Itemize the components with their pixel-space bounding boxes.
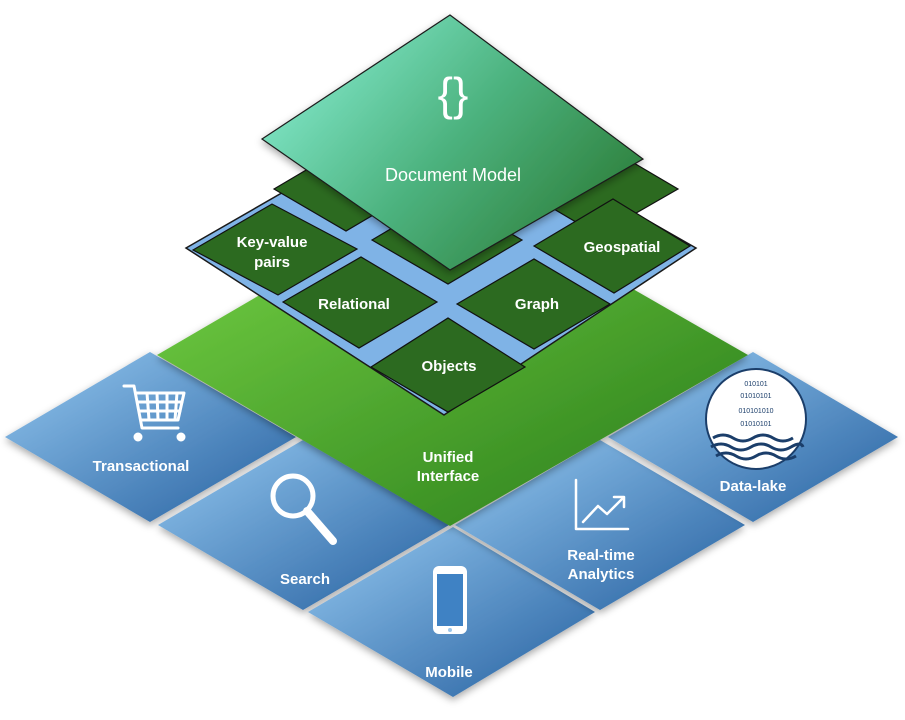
trend-chart-icon xyxy=(574,478,630,531)
analytics-tile[interactable] xyxy=(455,440,745,610)
magnifier-icon xyxy=(270,473,337,545)
curly-braces-icon: {} xyxy=(438,68,469,120)
binary-line-3: 010101010 xyxy=(738,408,773,415)
binary-line-4: 01010101 xyxy=(740,421,771,428)
search-label: Search xyxy=(280,571,330,588)
search-tile[interactable] xyxy=(158,440,449,610)
binary-line-1: 010101 xyxy=(744,381,767,388)
objects-tile[interactable] xyxy=(369,317,527,413)
mobile-label: Mobile xyxy=(425,664,473,681)
relational-label: Relational xyxy=(318,296,390,313)
shopping-cart-icon xyxy=(122,384,186,442)
objects-label: Objects xyxy=(421,358,476,375)
geospatial-label: Geospatial xyxy=(584,239,661,256)
transactional-tile[interactable] xyxy=(5,352,296,522)
data-lake-icon: 010101 01010101 010101010 01010101 xyxy=(705,368,807,470)
geospatial-tile[interactable] xyxy=(532,198,692,294)
unified-label-line2: Interface xyxy=(417,468,480,485)
key-value-tile[interactable] xyxy=(191,203,359,296)
graph-label: Graph xyxy=(515,296,559,313)
document-model-layer[interactable] xyxy=(260,14,645,271)
document-model-label: Document Model xyxy=(385,165,521,185)
relational-tile[interactable] xyxy=(281,256,439,349)
binary-line-2: 01010101 xyxy=(740,393,771,400)
smartphone-icon xyxy=(433,566,467,634)
analytics-label-line2: Analytics xyxy=(568,566,635,583)
analytics-label-line1: Real-time xyxy=(567,547,635,564)
unified-interface-label: Unified Interface xyxy=(417,449,480,485)
datalake-label: Data-lake xyxy=(720,478,787,495)
key-value-label-line1: Key-value xyxy=(237,234,308,251)
transactional-label: Transactional xyxy=(93,458,190,475)
unified-label-line1: Unified xyxy=(423,449,474,466)
key-value-label-line2: pairs xyxy=(254,254,290,271)
graph-tile[interactable] xyxy=(455,258,612,350)
